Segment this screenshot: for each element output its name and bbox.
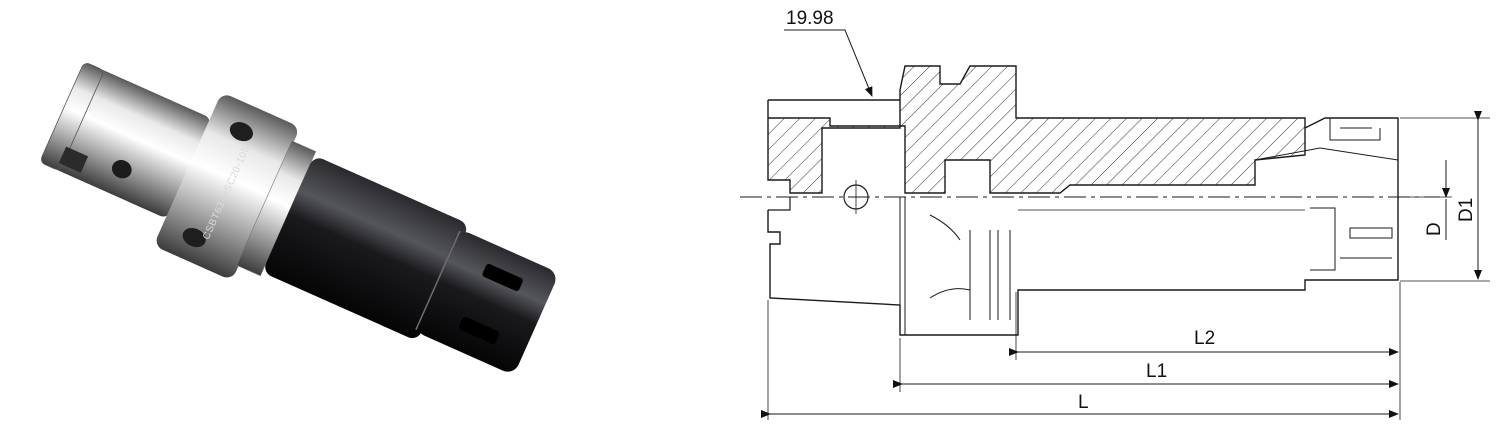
collet-nut-upper [1304,117,1399,197]
label-D: D [1424,222,1445,236]
callout-19-98: 19.98 [786,8,834,29]
black-body [265,158,467,339]
tool-holder-photo: CSBT63-HSC20-105 [41,63,556,372]
label-L2: L2 [1194,328,1215,349]
callout-leader [784,29,873,97]
upper-section-hatch [767,65,1306,194]
lower-outline [767,197,1399,336]
label-L1: L1 [1146,361,1167,382]
collet-nut [417,232,556,372]
label-D1: D1 [1456,198,1477,222]
label-L: L [1078,392,1089,413]
technical-drawing [740,29,1490,420]
